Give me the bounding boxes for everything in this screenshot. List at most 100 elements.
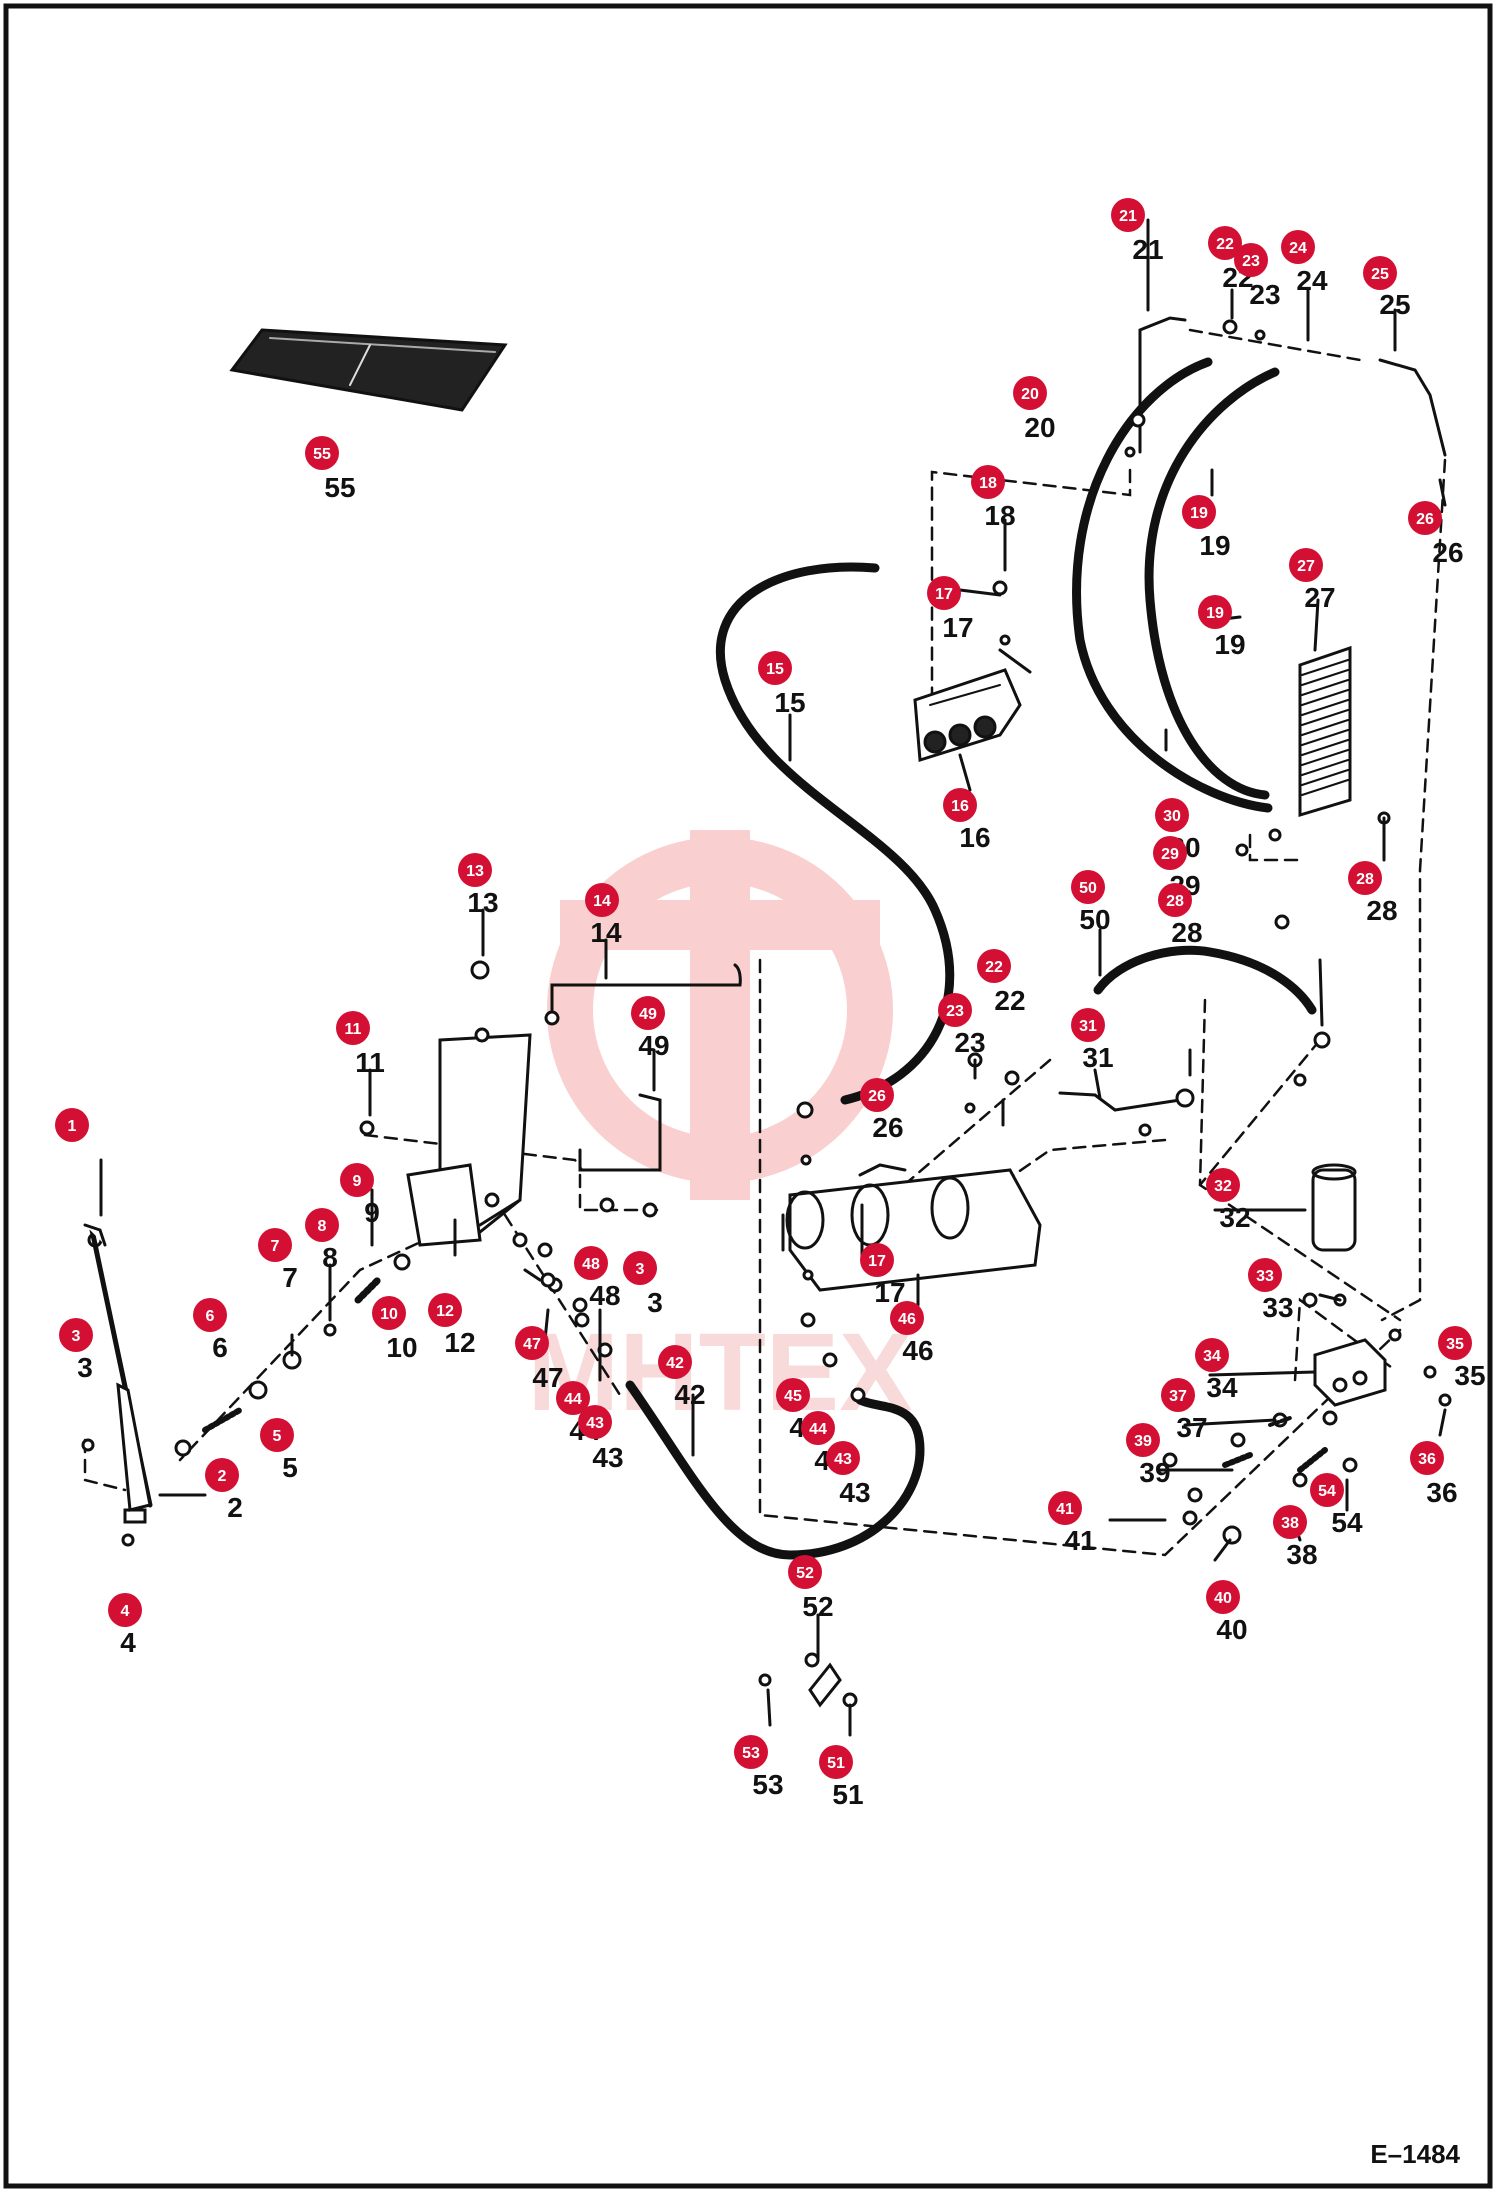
callout-badge-44[interactable]: 44 bbox=[556, 1381, 590, 1415]
callout-badge-26[interactable]: 26 bbox=[860, 1078, 894, 1112]
callout-badge-1[interactable]: 1 bbox=[55, 1108, 89, 1142]
part-number-label-23: 23 bbox=[954, 1027, 985, 1058]
callout-badge-number: 14 bbox=[593, 893, 611, 910]
callout-badge-17[interactable]: 17 bbox=[860, 1243, 894, 1277]
callout-badge-circle bbox=[1206, 1580, 1240, 1614]
callout-badge-27[interactable]: 27 bbox=[1289, 548, 1323, 582]
callout-badge-55[interactable]: 55 bbox=[305, 436, 339, 470]
part-number-label-20: 20 bbox=[1024, 412, 1055, 443]
part-number-label-11: 11 bbox=[355, 1047, 385, 1078]
callout-badge-16[interactable]: 16 bbox=[943, 788, 977, 822]
callout-badge-20[interactable]: 20 bbox=[1013, 376, 1047, 410]
part-number-label-46: 46 bbox=[902, 1335, 933, 1366]
part-number-label-24: 24 bbox=[1296, 265, 1328, 296]
callout-badge-number: 55 bbox=[313, 446, 331, 463]
callout-badge-39[interactable]: 39 bbox=[1126, 1423, 1160, 1457]
callout-badge-53[interactable]: 53 bbox=[734, 1735, 768, 1769]
callout-badge-circle bbox=[1071, 870, 1105, 904]
callout-badge-circle bbox=[1158, 883, 1192, 917]
callout-badge-23[interactable]: 23 bbox=[938, 993, 972, 1027]
part-number-label-49: 49 bbox=[638, 1030, 669, 1061]
callout-badge-26[interactable]: 26 bbox=[1408, 501, 1442, 535]
callout-badge-circle bbox=[1289, 548, 1323, 582]
callout-badge-36[interactable]: 36 bbox=[1410, 1441, 1444, 1475]
callout-badge-4[interactable]: 4 bbox=[108, 1593, 142, 1627]
callout-badge-circle bbox=[658, 1345, 692, 1379]
callout-badge-number: 41 bbox=[1056, 1501, 1074, 1518]
callout-badge-38[interactable]: 38 bbox=[1273, 1505, 1307, 1539]
callout-badge-8[interactable]: 8 bbox=[305, 1208, 339, 1242]
callout-badge-51[interactable]: 51 bbox=[819, 1745, 853, 1779]
callout-badge-13[interactable]: 13 bbox=[458, 853, 492, 887]
callout-badge-47[interactable]: 47 bbox=[515, 1326, 549, 1360]
callout-badge-52[interactable]: 52 bbox=[788, 1555, 822, 1589]
callout-badge-number: 39 bbox=[1134, 1433, 1152, 1450]
callout-badge-50[interactable]: 50 bbox=[1071, 870, 1105, 904]
part-number-label-21: 21 bbox=[1132, 234, 1163, 265]
callout-badge-28[interactable]: 28 bbox=[1348, 861, 1382, 895]
callout-badge-25[interactable]: 25 bbox=[1363, 256, 1397, 290]
callout-badge-22[interactable]: 22 bbox=[977, 949, 1011, 983]
callout-badge-circle bbox=[305, 436, 339, 470]
callout-badge-number: 45 bbox=[784, 1388, 802, 1405]
callout-badge-37[interactable]: 37 bbox=[1161, 1378, 1195, 1412]
callout-badge-43[interactable]: 43 bbox=[578, 1405, 612, 1439]
callout-badge-number: 28 bbox=[1356, 871, 1374, 888]
callout-badge-11[interactable]: 11 bbox=[336, 1011, 370, 1045]
callout-badge-number: 24 bbox=[1289, 240, 1307, 257]
callout-badge-29[interactable]: 29 bbox=[1153, 836, 1187, 870]
callout-badge-3[interactable]: 3 bbox=[59, 1318, 93, 1352]
callout-badge-32[interactable]: 32 bbox=[1206, 1168, 1240, 1202]
callout-badge-48[interactable]: 48 bbox=[574, 1246, 608, 1280]
callout-badge-10[interactable]: 10 bbox=[372, 1296, 406, 1330]
outer-border bbox=[3, 3, 1493, 2189]
callout-badge-number: 25 bbox=[1371, 266, 1389, 283]
tube-14-49 bbox=[550, 963, 742, 1012]
callout-badge-40[interactable]: 40 bbox=[1206, 1580, 1240, 1614]
callout-badge-19[interactable]: 19 bbox=[1198, 595, 1232, 629]
callout-badge-circle bbox=[1161, 1378, 1195, 1412]
callout-badge-circle bbox=[193, 1298, 227, 1332]
callout-badge-46[interactable]: 46 bbox=[890, 1301, 924, 1335]
callout-badge-49[interactable]: 49 bbox=[631, 996, 665, 1030]
callout-badge-44[interactable]: 44 bbox=[801, 1411, 835, 1445]
callout-badge-21[interactable]: 21 bbox=[1111, 198, 1145, 232]
callout-badge-35[interactable]: 35 bbox=[1438, 1326, 1472, 1360]
part-number-label-41: 41 bbox=[1064, 1525, 1095, 1556]
callout-badge-3[interactable]: 3 bbox=[623, 1251, 657, 1285]
callout-badge-42[interactable]: 42 bbox=[658, 1345, 692, 1379]
callout-badge-41[interactable]: 41 bbox=[1048, 1491, 1082, 1525]
callout-badge-33[interactable]: 33 bbox=[1248, 1258, 1282, 1292]
callout-badge-24[interactable]: 24 bbox=[1281, 230, 1315, 264]
callout-badge-12[interactable]: 12 bbox=[428, 1293, 462, 1327]
adapter-37 bbox=[1268, 1416, 1292, 1427]
callout-badge-28[interactable]: 28 bbox=[1158, 883, 1192, 917]
callout-badge-30[interactable]: 30 bbox=[1155, 798, 1189, 832]
callout-badge-19[interactable]: 19 bbox=[1182, 495, 1216, 529]
callout-badge-43[interactable]: 43 bbox=[826, 1441, 860, 1475]
callout-badge-17[interactable]: 17 bbox=[927, 576, 961, 610]
callout-badge-circle bbox=[1182, 495, 1216, 529]
callout-badge-7[interactable]: 7 bbox=[258, 1228, 292, 1262]
callout-badge-5[interactable]: 5 bbox=[260, 1418, 294, 1452]
callout-badge-15[interactable]: 15 bbox=[758, 651, 792, 685]
callout-badge-18[interactable]: 18 bbox=[971, 465, 1005, 499]
part-number-label-26: 26 bbox=[872, 1112, 903, 1143]
callout-badge-31[interactable]: 31 bbox=[1071, 1008, 1105, 1042]
callout-badge-circle bbox=[971, 465, 1005, 499]
callout-badge-9[interactable]: 9 bbox=[340, 1163, 374, 1197]
callout-badge-54[interactable]: 54 bbox=[1310, 1473, 1344, 1507]
callout-badge-number: 31 bbox=[1079, 1018, 1097, 1035]
callout-badge-34[interactable]: 34 bbox=[1195, 1338, 1229, 1372]
callout-badge-circle bbox=[1310, 1473, 1344, 1507]
callout-badge-22[interactable]: 22 bbox=[1208, 226, 1242, 260]
callout-badge-14[interactable]: 14 bbox=[585, 883, 619, 917]
callout-badge-6[interactable]: 6 bbox=[193, 1298, 227, 1332]
callout-badge-23[interactable]: 23 bbox=[1234, 243, 1268, 277]
bracket-12 bbox=[406, 1033, 532, 1247]
callout-badge-45[interactable]: 45 bbox=[776, 1378, 810, 1412]
hose-19-a bbox=[1072, 357, 1273, 813]
callout-badge-2[interactable]: 2 bbox=[205, 1458, 239, 1492]
part-number-label-50: 50 bbox=[1079, 904, 1110, 935]
